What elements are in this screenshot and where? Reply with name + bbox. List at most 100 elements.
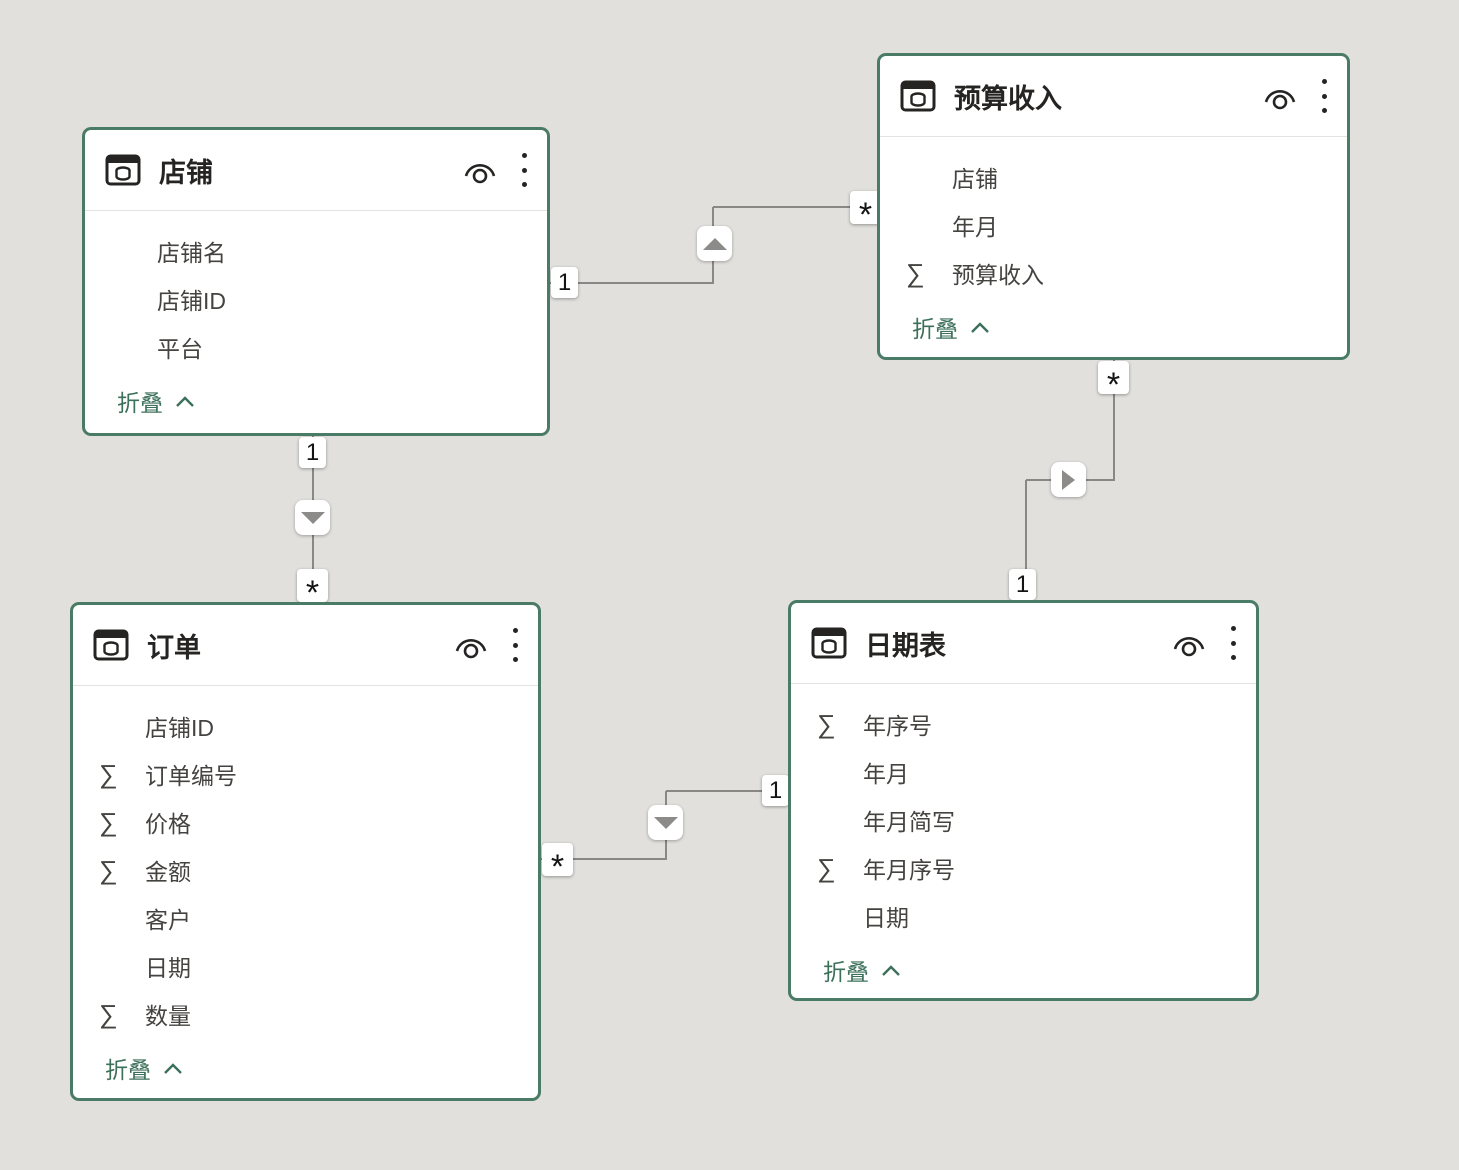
triangle-down-icon <box>300 511 325 524</box>
field-label: 店铺ID <box>157 288 226 314</box>
visibility-eye-icon[interactable] <box>1261 81 1299 111</box>
cardinality-label-many[interactable]: * <box>850 191 881 234</box>
cardinality-label-many[interactable]: * <box>542 843 573 886</box>
table-card-shop[interactable]: 店铺 店铺名 店铺ID 平台 折叠 <box>82 127 550 436</box>
field-label: 店铺ID <box>145 715 214 741</box>
collapse-link[interactable]: 折叠 <box>880 307 1347 347</box>
relationship-line[interactable] <box>666 790 788 792</box>
cardinality-label-one[interactable]: 1 <box>762 775 789 806</box>
cardinality-value: * <box>858 196 873 234</box>
cross-filter-arrow-down[interactable] <box>295 500 330 535</box>
cardinality-label-one[interactable]: 1 <box>551 267 578 298</box>
field-row[interactable]: 年月 <box>880 201 1347 249</box>
relationship-line[interactable] <box>713 206 877 208</box>
chevron-up-icon <box>971 321 989 333</box>
cardinality-value: * <box>550 848 565 886</box>
cardinality-value: 1 <box>557 268 572 296</box>
triangle-right-icon <box>1062 469 1075 490</box>
table-title: 店铺 <box>159 157 213 188</box>
field-row[interactable]: ∑ 数量 <box>73 990 538 1038</box>
field-list: 店铺ID ∑ 订单编号 ∑价格 ∑ 金额 客户 日期 ∑ 数量 <box>73 686 538 1038</box>
table-card-date-table[interactable]: 日期表 ∑ 年序号 年月 年月简写 ∑ 年月序号 日期 折叠 <box>788 600 1259 1001</box>
sigma-icon: ∑ <box>817 709 836 739</box>
more-options-icon[interactable] <box>1321 79 1327 113</box>
cardinality-value: 1 <box>1015 570 1030 598</box>
field-label: 客户 <box>145 907 191 933</box>
table-card-header: 店铺 <box>85 130 547 211</box>
cross-filter-arrow-right[interactable] <box>1051 462 1086 497</box>
collapse-link[interactable]: 折叠 <box>791 950 1256 990</box>
cross-filter-arrow-down[interactable] <box>648 805 683 840</box>
field-row[interactable]: 店铺ID <box>85 275 547 323</box>
chevron-up-icon <box>176 395 194 407</box>
field-label: 数量 <box>145 1003 191 1029</box>
cardinality-value: 1 <box>768 776 783 804</box>
field-row[interactable]: ∑ 订单编号 <box>73 750 538 798</box>
field-row[interactable]: ∑价格 <box>73 798 538 846</box>
collapse-label: 折叠 <box>117 390 163 416</box>
visibility-eye-icon[interactable] <box>461 155 499 185</box>
sigma-icon: ∑ <box>817 853 836 883</box>
table-title: 订单 <box>147 632 201 663</box>
sigma-icon: ∑ <box>99 759 118 789</box>
cardinality-label-many[interactable]: * <box>1098 361 1129 404</box>
collapse-link[interactable]: 折叠 <box>73 1048 538 1088</box>
collapse-link[interactable]: 折叠 <box>85 381 547 421</box>
collapse-label: 折叠 <box>912 316 958 342</box>
field-label: 价格 <box>145 811 191 837</box>
field-label: 店铺 <box>952 166 998 192</box>
field-label: 日期 <box>145 955 191 981</box>
cross-filter-arrow-up[interactable] <box>697 226 732 261</box>
field-list: ∑ 年序号 年月 年月简写 ∑ 年月序号 日期 <box>791 684 1256 940</box>
field-label: 年序号 <box>863 713 932 739</box>
relationship-line[interactable] <box>541 858 666 860</box>
field-list: 店铺名 店铺ID 平台 <box>85 211 547 371</box>
cardinality-label-one[interactable]: 1 <box>299 437 326 468</box>
field-row[interactable]: 年月 <box>791 748 1256 796</box>
more-options-icon[interactable] <box>512 628 518 662</box>
table-database-icon <box>105 154 141 186</box>
field-label: 金额 <box>145 859 191 885</box>
cardinality-value: * <box>1106 366 1121 404</box>
sigma-icon: ∑ <box>906 258 925 288</box>
table-title: 日期表 <box>865 630 946 661</box>
field-row[interactable]: 日期 <box>73 942 538 990</box>
table-database-icon <box>93 629 129 661</box>
field-row[interactable]: 客户 <box>73 894 538 942</box>
more-options-icon[interactable] <box>1230 626 1236 660</box>
sigma-icon: ∑ <box>99 999 118 1029</box>
field-row[interactable]: 平台 <box>85 323 547 371</box>
field-row[interactable]: 店铺名 <box>85 227 547 275</box>
field-label: 年月 <box>863 761 909 787</box>
cardinality-label-many[interactable]: * <box>297 569 328 612</box>
visibility-eye-icon[interactable] <box>1170 628 1208 658</box>
relationship-line[interactable] <box>1025 480 1027 600</box>
field-row[interactable]: ∑ 金额 <box>73 846 538 894</box>
field-row[interactable]: 日期 <box>791 892 1256 940</box>
field-label: 年月 <box>952 214 998 240</box>
chevron-up-icon <box>164 1062 182 1074</box>
table-database-icon <box>811 627 847 659</box>
more-options-icon[interactable] <box>521 153 527 187</box>
visibility-eye-icon[interactable] <box>452 630 490 660</box>
cardinality-label-one[interactable]: 1 <box>1009 569 1036 600</box>
table-card-orders[interactable]: 订单 店铺ID ∑ 订单编号 ∑价格 ∑ 金额 客户 日期 ∑ 数量 折叠 <box>70 602 541 1101</box>
field-row[interactable]: ∑ 预算收入 <box>880 249 1347 297</box>
field-label: 年月简写 <box>863 809 955 835</box>
field-row[interactable]: ∑ 年月序号 <box>791 844 1256 892</box>
triangle-down-icon <box>653 816 678 829</box>
field-row[interactable]: 店铺 <box>880 153 1347 201</box>
relationship-line[interactable] <box>550 282 713 284</box>
relationship-line[interactable] <box>1113 360 1115 480</box>
triangle-up-icon <box>702 237 727 250</box>
table-card-budget-revenue[interactable]: 预算收入 店铺 年月 ∑ 预算收入 折叠 <box>877 53 1350 360</box>
field-label: 预算收入 <box>952 262 1044 288</box>
field-row[interactable]: 店铺ID <box>73 702 538 750</box>
field-label: 店铺名 <box>157 240 226 266</box>
field-label: 订单编号 <box>145 763 237 789</box>
field-label: 年月序号 <box>863 857 955 883</box>
field-row[interactable]: 年月简写 <box>791 796 1256 844</box>
field-row[interactable]: ∑ 年序号 <box>791 700 1256 748</box>
sigma-icon: ∑ <box>99 855 118 885</box>
